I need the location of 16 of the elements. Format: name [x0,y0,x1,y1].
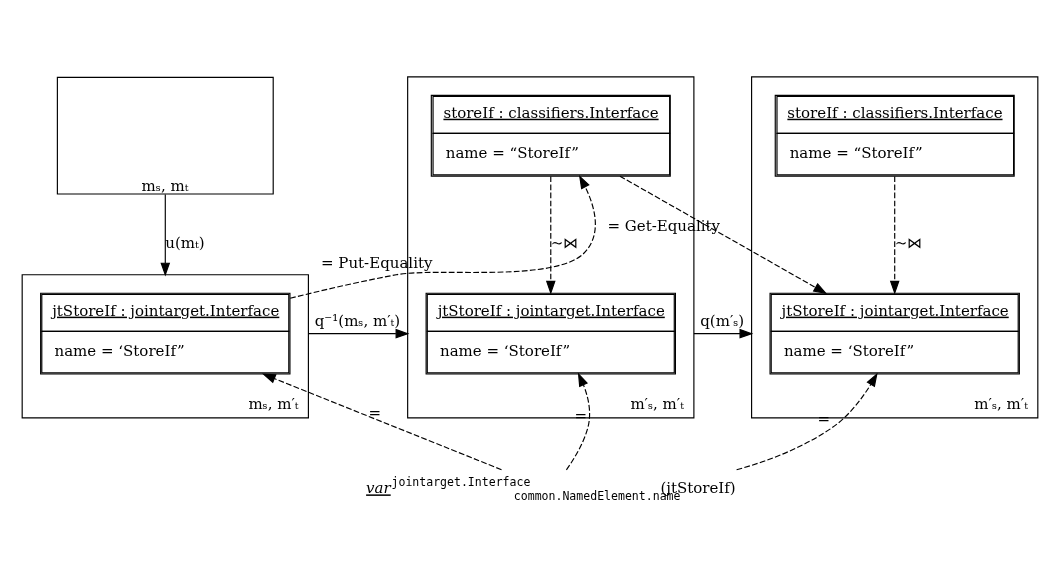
edge-label: ∼⋈ [550,233,579,252]
arrow [736,372,878,471]
arrow [565,372,591,471]
edge-label: ∼⋈ [894,233,923,252]
arrow [307,328,410,339]
edge-label: = [368,403,382,422]
arrow [619,175,828,295]
arrow [160,193,171,277]
edge-label: q⁻¹(mₛ, m′ₜ) [314,312,401,331]
edge-label: q(m′ₛ) [700,312,745,331]
arrow [693,328,754,339]
arrow [889,175,900,295]
arrow [545,175,556,295]
node-box: mₛ, mₜ [56,76,274,195]
arrow [261,373,503,471]
arrow [289,175,596,299]
